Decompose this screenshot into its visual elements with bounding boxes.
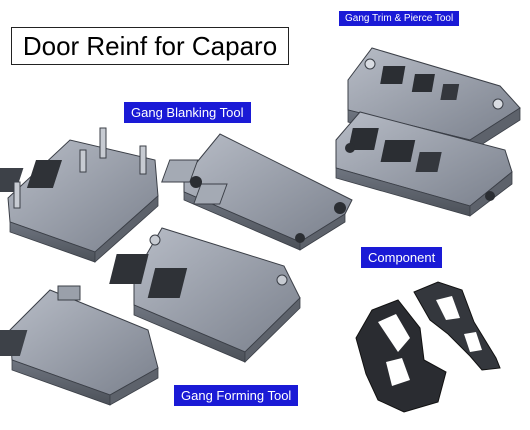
label-component: Component [361,247,443,268]
label-gang-blanking-tool: Gang Blanking Tool [124,102,251,123]
label-gang-forming-tool: Gang Forming Tool [174,385,299,406]
blanking-left-die [0,127,159,263]
label-gang-trim-pierce-tool: Gang Trim & Pierce Tool [339,11,460,26]
blanking-center-die [161,133,353,251]
forming-center-die [109,227,301,363]
page-title: Door Reinf for Caparo [11,27,289,65]
trim-pierce-bottom-die [335,111,513,217]
component-door-reinforcement [355,281,501,413]
forming-left-die [0,285,159,406]
